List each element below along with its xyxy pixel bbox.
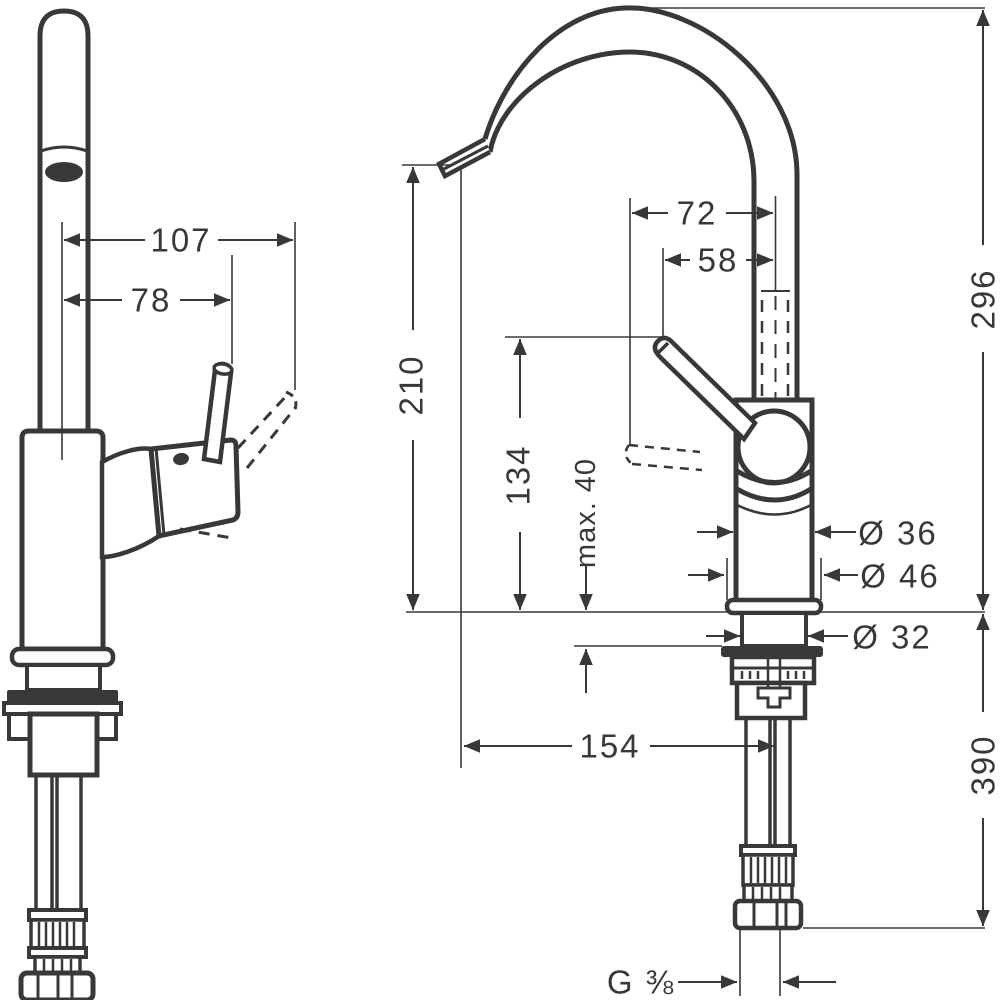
dim-label-max40: max. 40 <box>570 458 602 568</box>
side-aerator <box>45 162 83 182</box>
front-body-groove-2 <box>735 486 813 503</box>
front-outlet-face-line <box>441 144 489 172</box>
front-threaded-rod <box>766 657 782 688</box>
front-body-groove-1 <box>735 468 813 485</box>
dim-label-134: 134 <box>500 444 537 505</box>
side-body <box>19 428 106 652</box>
front-lever-tip-line <box>654 341 670 357</box>
side-lever-dashed-position <box>179 390 298 540</box>
side-handle-block <box>148 437 241 540</box>
front-rubber-washer <box>721 646 823 657</box>
dim-label-58: 58 <box>698 242 739 279</box>
faucet-front-view <box>436 5 824 931</box>
dim-label-dia36: Ø 36 <box>858 515 938 552</box>
front-mounting-nut <box>729 654 817 686</box>
dim-label-dia46: Ø 46 <box>860 558 940 595</box>
side-nut-ear-left <box>7 712 32 741</box>
front-nut-ribs <box>740 671 806 679</box>
front-braid-ribs <box>749 857 788 883</box>
front-hose-ferrule <box>742 883 794 903</box>
side-lever-tip <box>212 362 234 376</box>
side-supply-hoses <box>34 775 83 912</box>
front-wing-fitting <box>756 686 792 709</box>
front-supply-hoses <box>744 718 792 846</box>
dim-label-78: 78 <box>131 282 172 319</box>
side-handle-seam <box>154 447 166 536</box>
side-braid-ribs <box>37 922 76 946</box>
front-ferrule-ribs <box>751 887 782 899</box>
side-hose-nut-facets <box>36 975 74 1000</box>
side-base-neck <box>25 663 102 692</box>
side-mounting-plate <box>7 690 118 703</box>
front-lever-dashed-position <box>624 443 703 472</box>
dim-label-390: 390 <box>965 734 1000 795</box>
dimension-labels: 107 78 72 58 296 390 210 134 max. 40 Ø 3… <box>131 195 1000 1000</box>
front-lever <box>652 335 758 443</box>
dim-label-154: 154 <box>579 728 640 765</box>
side-mounting-block <box>27 711 100 778</box>
faucet-side-view <box>2 8 298 1000</box>
dim-label-107: 107 <box>150 222 211 259</box>
front-shank <box>740 611 808 648</box>
side-spout-tube <box>37 8 91 433</box>
dim-label-210: 210 <box>393 354 430 415</box>
side-aerator-line <box>40 145 88 153</box>
dim-label-dia32: Ø 32 <box>852 619 932 656</box>
side-base-flange <box>9 646 116 668</box>
dimension-lines <box>61 7 990 996</box>
dim-label-296: 296 <box>965 268 1000 329</box>
front-spout-outer <box>482 5 800 400</box>
side-ferrule-ribs <box>42 959 73 971</box>
front-body-groove-3 <box>736 503 812 516</box>
front-hose-nut-facets <box>752 903 788 928</box>
side-handle-screw <box>173 452 189 466</box>
dim-label-72: 72 <box>677 195 718 232</box>
front-spout-inner <box>487 49 757 400</box>
extension-lines <box>61 7 985 996</box>
front-hose-nut <box>732 898 804 931</box>
dim-label-thread: G ⅜ <box>607 964 675 1000</box>
